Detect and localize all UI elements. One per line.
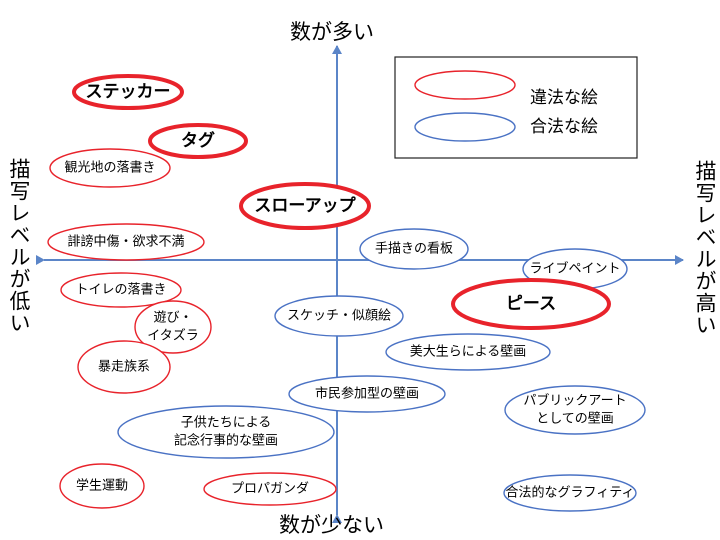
label-public-art-mural-1: パブリックアート	[523, 393, 626, 409]
legend-label-legal: 合法な絵	[530, 117, 598, 137]
label-propaganda: プロパガンダ	[231, 482, 309, 497]
ellipse-slander	[47, 223, 205, 261]
label-live-paint: ライブペイント	[529, 261, 620, 277]
legend-label-illegal: 違法な絵	[530, 88, 598, 108]
axis-label-bottom: 数が少ない	[279, 513, 384, 537]
label-student-movement: 学生運動	[76, 478, 128, 494]
label-tourist-graffiti: 観光地の落書き	[64, 161, 155, 176]
ellipse-art-student-mural	[385, 333, 551, 371]
ellipse-throw-up	[239, 182, 371, 230]
label-throw-up: スローアップ	[254, 195, 356, 216]
label-handpainted-sign: 手描きの看板	[375, 241, 453, 257]
axis-label-top: 数が多い	[290, 20, 374, 44]
ellipse-student-movement	[59, 463, 145, 509]
legend-swatch-illegal	[414, 70, 516, 100]
label-bosozoku: 暴走族系	[98, 359, 150, 375]
label-piece: ピース	[506, 294, 556, 314]
label-slander: 誹謗中傷・欲求不満	[67, 234, 184, 250]
ellipse-sketch-portrait	[274, 295, 404, 337]
ellipse-piece	[451, 278, 611, 330]
axis-label-right: 描写レベルが高い	[693, 160, 717, 336]
label-play-prank-2: イタズラ	[147, 328, 198, 344]
ellipse-tag	[148, 123, 248, 159]
ellipse-public-art-mural	[504, 385, 646, 435]
ellipse-children-mural	[117, 405, 335, 459]
label-children-mural-2: 記念行事的な壁画	[174, 433, 278, 449]
axis-label-left: 描写レベルが低い	[7, 158, 31, 334]
legend-box	[394, 56, 638, 159]
ellipse-play-prank	[134, 300, 212, 354]
label-tag: タグ	[181, 130, 215, 151]
label-citizen-mural: 市民参加型の壁画	[315, 386, 419, 402]
ellipse-sticker	[72, 74, 184, 110]
ellipse-tourist-graffiti	[49, 148, 171, 188]
label-play-prank-1: 遊び・	[153, 311, 192, 326]
label-legal-graffiti: 合法的なグラフィティ	[506, 485, 635, 501]
ellipse-handpainted-sign	[359, 228, 469, 270]
label-art-student-mural: 美大生らによる壁画	[410, 345, 527, 360]
ellipse-legal-graffiti	[503, 474, 637, 512]
label-children-mural-1: 子供たちによる	[181, 416, 272, 431]
ellipse-bosozoku	[77, 340, 171, 394]
label-toilet-graffiti: トイレの落書き	[75, 283, 166, 298]
label-sticker: ステッカー	[86, 82, 171, 102]
label-public-art-mural-2: としての壁画	[536, 412, 614, 427]
label-sketch-portrait: スケッチ・似顔絵	[287, 309, 391, 324]
ellipse-toilet-graffiti	[60, 272, 182, 308]
legend-swatch-legal	[414, 112, 516, 142]
ellipse-propaganda	[203, 472, 337, 506]
ellipse-citizen-mural	[288, 375, 446, 413]
